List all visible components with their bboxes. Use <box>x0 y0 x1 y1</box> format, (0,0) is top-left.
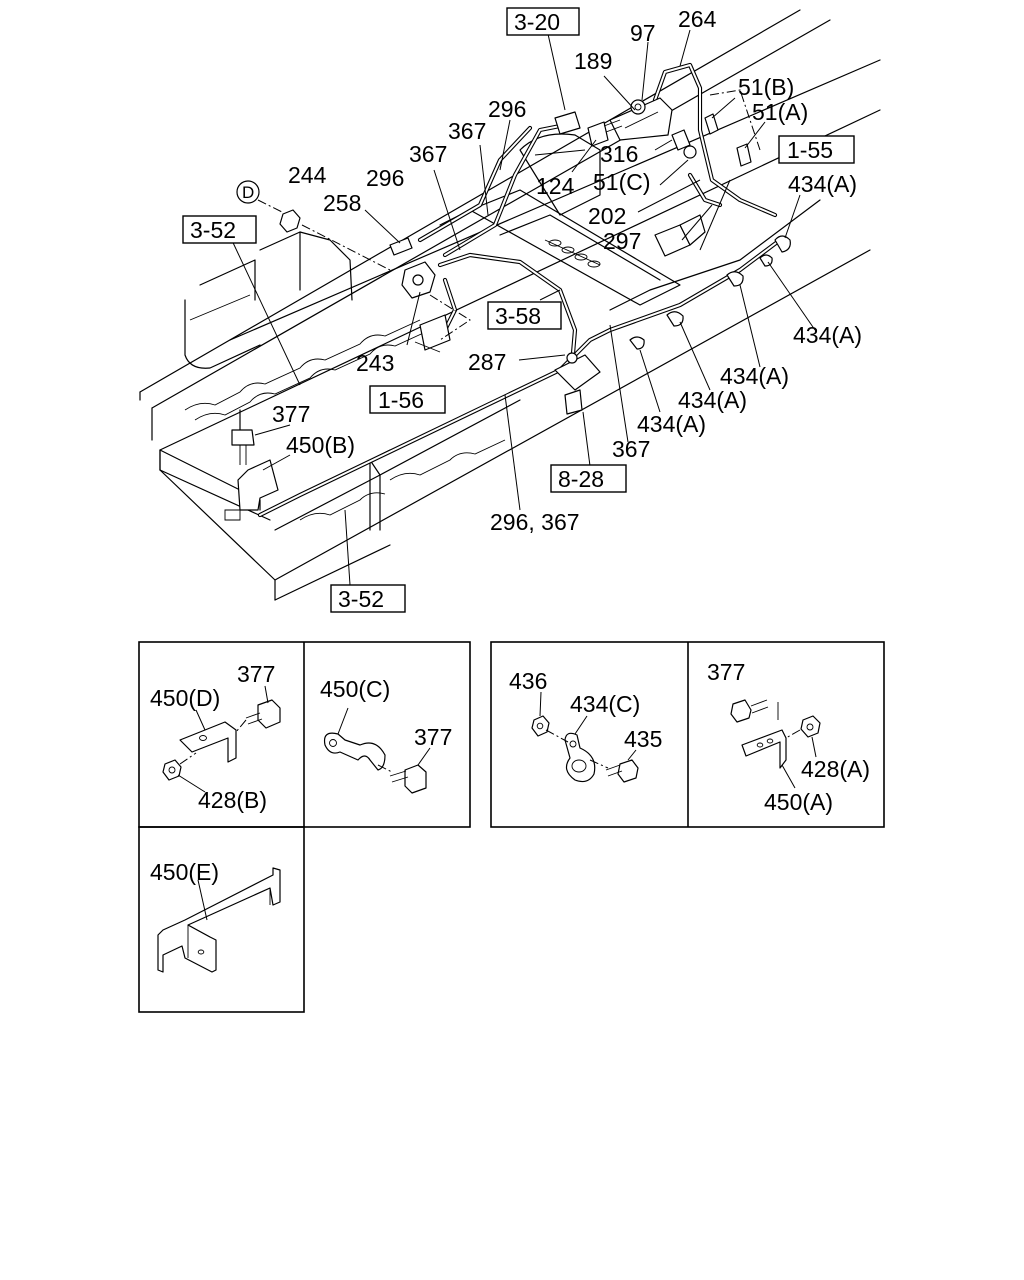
callout-377: 377 <box>272 401 310 427</box>
callout-124: 124 <box>536 173 575 199</box>
callout-264: 264 <box>678 6 717 32</box>
ref-1-55: 1-55 <box>787 137 833 163</box>
callout-51c: 51(C) <box>593 169 651 195</box>
panel5-callout-450e: 450(E) <box>150 859 219 885</box>
callout-189: 189 <box>574 48 612 74</box>
callout-367-b: 367 <box>409 141 447 167</box>
ref-8-28: 8-28 <box>558 466 604 492</box>
frame-assembly <box>139 9 881 601</box>
callout-51b: 51(B) <box>738 74 794 100</box>
callout-202: 202 <box>588 203 626 229</box>
panel1-callout-450d: 450(D) <box>150 685 220 711</box>
ref-3-52-top: 3-52 <box>190 217 236 243</box>
brake-pipes <box>257 62 783 518</box>
ref-1-56: 1-56 <box>378 387 424 413</box>
callout-450b: 450(B) <box>286 432 355 458</box>
ref-3-58: 3-58 <box>495 303 541 329</box>
callout-258: 258 <box>323 190 361 216</box>
callout-287: 287 <box>468 349 506 375</box>
callout-296-367: 296, 367 <box>490 509 580 535</box>
detail-panels <box>138 641 885 1013</box>
ref-3-52-bottom: 3-52 <box>338 586 384 612</box>
panel4-callout-450a: 450(A) <box>764 789 833 815</box>
callout-296-mid: 296 <box>366 165 404 191</box>
ref-3-20: 3-20 <box>514 9 560 35</box>
reference-boxes: 3-20 1-55 3-52 3-58 1-56 8-28 3-52 <box>182 7 855 613</box>
callout-367-a: 367 <box>448 118 486 144</box>
callout-97: 97 <box>630 20 656 46</box>
callout-367-c: 367 <box>612 436 650 462</box>
panel-450d: 450(D) 377 428(B) <box>150 661 281 813</box>
callout-296-top: 296 <box>488 96 526 122</box>
panel-450e: 450(E) <box>150 859 281 973</box>
circle-d-marker <box>236 180 260 204</box>
panel4-callout-377: 377 <box>707 659 745 685</box>
callout-244: 244 <box>288 162 327 188</box>
leader-lines <box>227 29 816 586</box>
panel1-callout-428b: 428(B) <box>198 787 267 813</box>
panel3-callout-435: 435 <box>624 726 662 752</box>
panel-450a: 377 428(A) 450(A) <box>707 659 870 815</box>
panel-450c: 450(C) 377 <box>320 676 452 794</box>
panel3-callout-434c: 434(C) <box>570 691 640 717</box>
panel2-callout-450c: 450(C) <box>320 676 390 702</box>
panel3-callout-436: 436 <box>509 668 547 694</box>
panel2-callout-377: 377 <box>414 724 452 750</box>
panel1-callout-377: 377 <box>237 661 275 687</box>
main-callouts: 264 97 189 51(B) 51(A) 296 367 367 296 2… <box>236 6 862 535</box>
callout-243: 243 <box>356 350 394 376</box>
callout-51a: 51(A) <box>752 99 808 125</box>
callout-434a-4: 434(A) <box>678 387 747 413</box>
panel-434c: 436 434(C) 435 <box>509 668 662 783</box>
callout-316: 316 <box>600 141 638 167</box>
callout-434a-5: 434(A) <box>637 411 706 437</box>
callout-297: 297 <box>603 228 641 254</box>
callout-434a-3: 434(A) <box>720 363 789 389</box>
panel4-callout-428a: 428(A) <box>801 756 870 782</box>
callout-434a-1: 434(A) <box>788 171 857 197</box>
callout-434a-2: 434(A) <box>793 322 862 348</box>
callout-circle-d: D <box>242 183 254 202</box>
